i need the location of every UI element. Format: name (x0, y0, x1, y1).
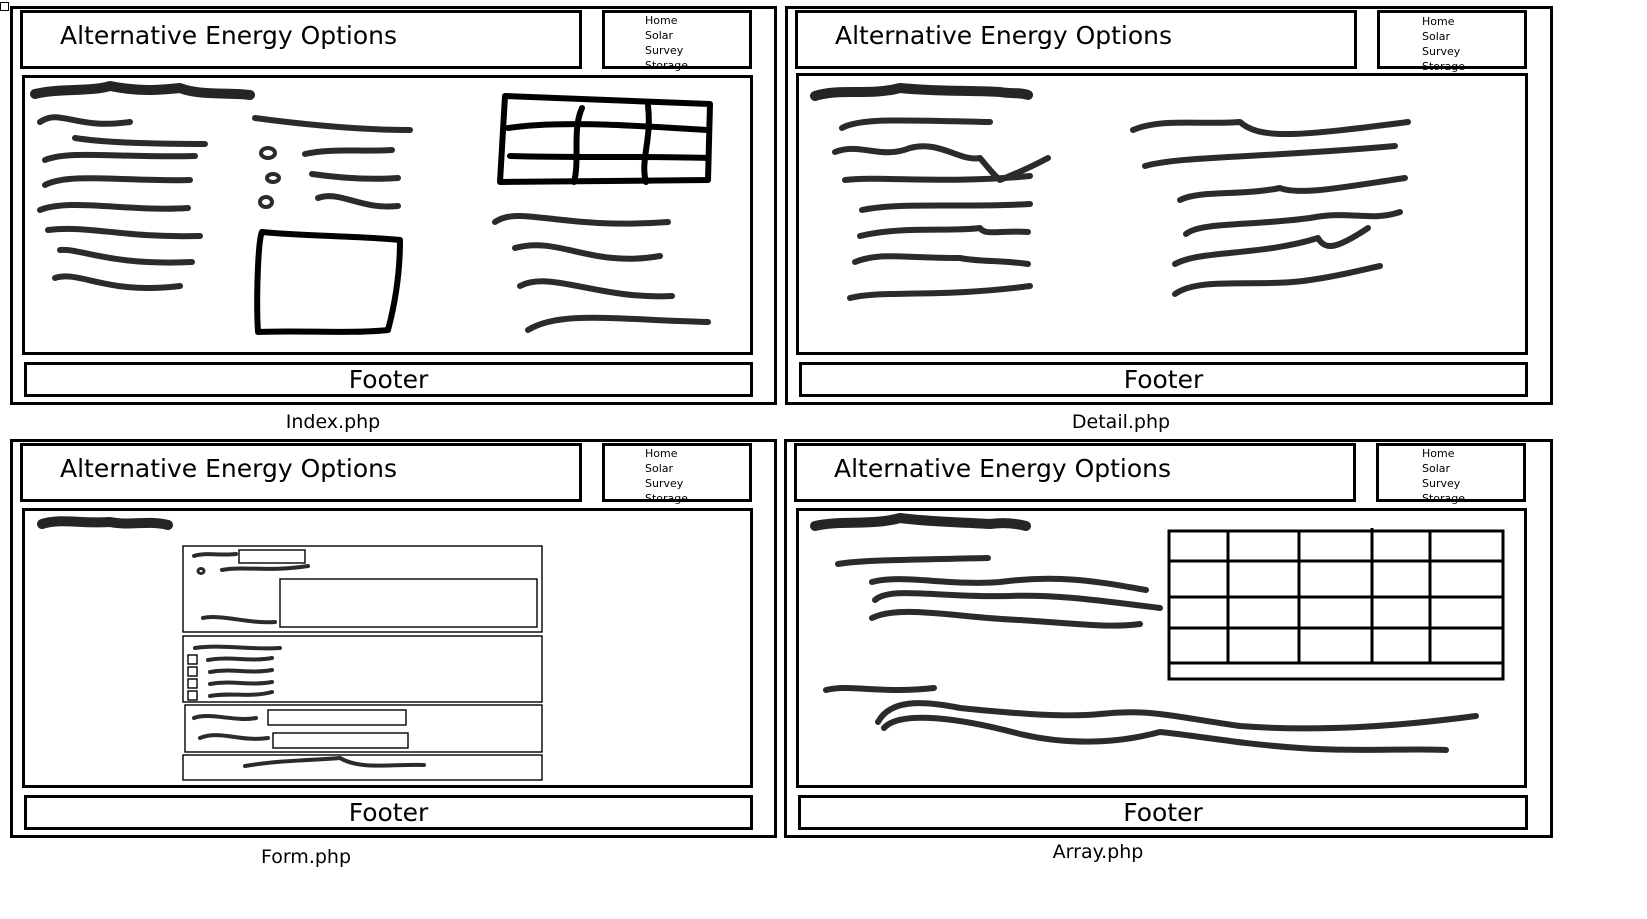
index-footer-label: Footer (348, 364, 429, 394)
detail-caption: Detail.php (1071, 411, 1171, 433)
array-nav: Home Solar Survey Storage (1422, 446, 1465, 506)
nav-link-solar[interactable]: Solar (645, 462, 674, 475)
array-footer-label: Footer (1123, 797, 1203, 827)
form-footer: Footer (24, 795, 753, 830)
nav-link-storage[interactable]: Storage (1422, 60, 1466, 73)
detail-header: Alternative Energy Options (795, 10, 1357, 69)
text-input (238, 549, 306, 564)
array-header: Alternative Energy Options (794, 443, 1356, 502)
corner-marker (0, 2, 9, 11)
nav-link-survey[interactable]: Survey (645, 477, 684, 490)
index-nav-box: Home Solar Survey Storage (602, 10, 752, 72)
index-content (22, 75, 753, 355)
nav-link-solar[interactable]: Solar (1422, 30, 1451, 43)
array-caption: Array.php (1052, 841, 1144, 863)
textarea-input (279, 578, 538, 628)
nav-link-home[interactable]: Home (1422, 447, 1455, 460)
nav-link-solar[interactable]: Solar (1422, 462, 1451, 475)
detail-nav-box: Home Solar Survey Storage (1377, 10, 1527, 73)
checkbox (187, 666, 198, 677)
array-footer: Footer (798, 795, 1528, 830)
form-caption: Form.php (260, 846, 352, 868)
checkbox (187, 690, 198, 701)
checkbox (187, 654, 198, 665)
index-caption: Index.php (285, 411, 381, 433)
array-nav-box: Home Solar Survey Storage (1376, 443, 1526, 505)
form-footer-label: Footer (348, 797, 429, 827)
nav-link-solar[interactable]: Solar (645, 29, 674, 42)
detail-nav: Home Solar Survey Storage (1422, 14, 1465, 74)
index-footer: Footer (24, 362, 753, 397)
index-header: Alternative Energy Options (20, 10, 582, 69)
index-site-title: Alternative Energy Options (60, 21, 398, 50)
array-content (796, 508, 1527, 788)
text-input (272, 732, 409, 749)
nav-link-survey[interactable]: Survey (645, 44, 684, 57)
form-nav-box: Home Solar Survey Storage (602, 443, 752, 505)
array-site-title: Alternative Energy Options (834, 454, 1172, 483)
detail-site-title: Alternative Energy Options (835, 21, 1173, 50)
nav-link-home[interactable]: Home (645, 14, 678, 27)
form-site-title: Alternative Energy Options (60, 454, 398, 483)
form-submit-area (182, 754, 543, 781)
checkbox (187, 678, 198, 689)
data-table (1167, 528, 1505, 681)
text-input (267, 709, 407, 726)
index-nav: Home Solar Survey Storage (645, 13, 688, 73)
nav-link-home[interactable]: Home (1422, 15, 1455, 28)
detail-footer: Footer (799, 362, 1528, 397)
detail-footer-label: Footer (1123, 364, 1204, 394)
nav-link-storage[interactable]: Storage (645, 492, 689, 505)
form-nav: Home Solar Survey Storage (645, 446, 688, 506)
nav-link-home[interactable]: Home (645, 447, 678, 460)
form-header: Alternative Energy Options (20, 443, 582, 502)
nav-link-survey[interactable]: Survey (1422, 45, 1461, 58)
nav-link-storage[interactable]: Storage (645, 59, 689, 72)
nav-link-survey[interactable]: Survey (1422, 477, 1461, 490)
nav-link-storage[interactable]: Storage (1422, 492, 1466, 505)
